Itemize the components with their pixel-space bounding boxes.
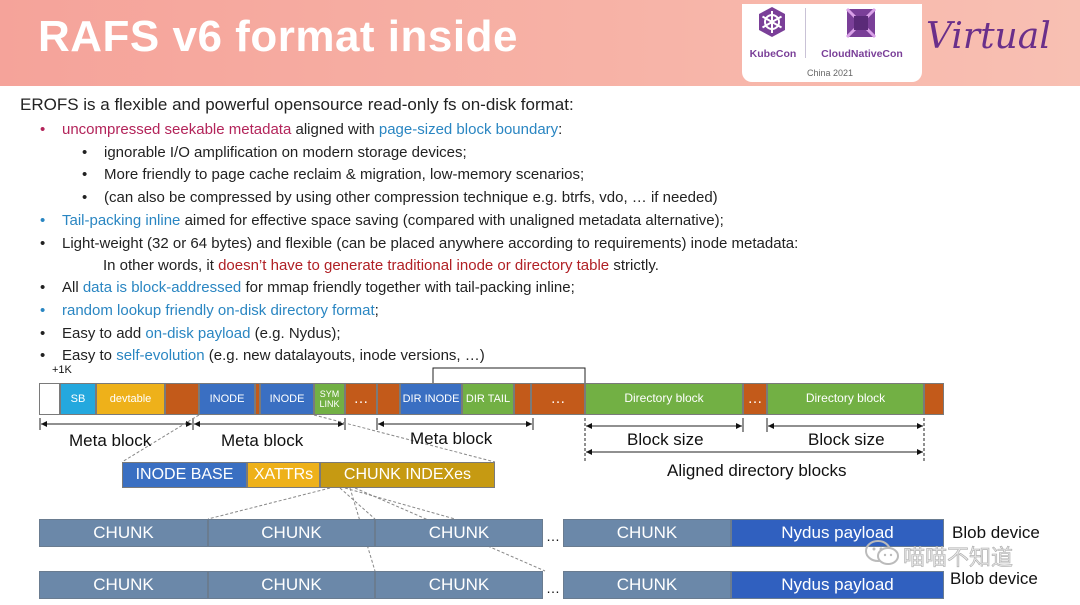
bullet-self-evolution: •Easy to self-evolution (e.g. new datala…: [40, 347, 485, 364]
metadata-highlight: uncompressed seekable metadata: [62, 121, 292, 138]
inode-segment: INODE: [199, 383, 255, 415]
payload-highlight: on-disk payload: [145, 325, 251, 342]
symlink-segment: SYM LINK: [314, 383, 345, 415]
bullet-text: ;: [374, 302, 379, 319]
bullet-text: aligned with: [291, 121, 379, 138]
chunk-block: CHUNK: [39, 571, 208, 599]
blob-device-label: Blob device: [950, 569, 1038, 588]
ellipsis-segment: …: [345, 383, 377, 415]
bullet-text: All: [62, 279, 83, 296]
blob-ellipsis: …: [546, 528, 560, 544]
ellipsis-segment: …: [531, 383, 585, 415]
bullet-text: Easy to: [62, 347, 117, 364]
directory-format-highlight: random lookup friendly on-disk directory…: [62, 302, 375, 319]
meta-block-label: Meta block: [221, 431, 304, 450]
chunk-block: CHUNK: [563, 519, 731, 547]
padding-segment: [377, 383, 400, 415]
dir-tail-segment: DIR TAIL: [462, 383, 514, 415]
sub-bullet-text: ignorable I/O amplification on modern st…: [104, 144, 467, 161]
devtable-segment: devtable: [96, 383, 165, 415]
sub-bullet-text: (can also be compressed by using other c…: [104, 189, 718, 206]
logo-divider: [805, 8, 806, 58]
intro-text: EROFS is a flexible and powerful opensou…: [20, 95, 574, 114]
block-size-label: Block size: [808, 430, 885, 449]
bullet-lightweight-inode: •Light-weight (32 or 64 bytes) and flexi…: [40, 235, 799, 252]
inode-base-segment: INODE BASE: [122, 462, 247, 488]
sub-bullet-io: •ignorable I/O amplification on modern s…: [82, 144, 467, 161]
nydus-payload-block: Nydus payload: [731, 519, 944, 547]
nydus-payload-block: Nydus payload: [731, 571, 944, 599]
padding-segment: [514, 383, 531, 415]
padding-segment: [924, 383, 944, 415]
block-addressed-highlight: data is block-addressed: [82, 279, 242, 296]
tail-packing-highlight: Tail-packing inline: [62, 212, 181, 229]
china-2021-label: China 2021: [806, 68, 854, 78]
bullet-continuation: In other words, it doesn’t have to gener…: [103, 257, 659, 274]
bullet-metadata: •uncompressed seekable metadata aligned …: [40, 121, 563, 138]
dir-inode-segment: DIR INODE: [400, 383, 462, 415]
chunk-block: CHUNK: [563, 571, 731, 599]
chunk-block: CHUNK: [208, 571, 375, 599]
blob-ellipsis: …: [546, 580, 560, 596]
kubecon-label: KubeCon: [749, 48, 797, 60]
bullet-text: :: [558, 121, 563, 138]
chunk-block: CHUNK: [39, 519, 208, 547]
chunk-block: CHUNK: [208, 519, 375, 547]
reserved-segment: [39, 383, 60, 415]
meta-block-label: Meta block: [410, 429, 493, 448]
sub-bullet-text: More friendly to page cache reclaim & mi…: [104, 166, 585, 183]
xattrs-segment: XATTRs: [247, 462, 320, 488]
block-size-label: Block size: [627, 430, 704, 449]
bullet-text: In other words, it: [103, 257, 219, 274]
chunk-indexes-segment: CHUNK INDEXes: [320, 462, 495, 488]
bullet-block-addressed: •All data is block-addressed for mmap fr…: [40, 279, 575, 296]
padding-segment: [165, 383, 199, 415]
bullet-text: strictly.: [609, 257, 659, 274]
watermark-text: 喵喵不知道: [903, 546, 1014, 572]
self-evolution-highlight: self-evolution: [116, 347, 205, 364]
bullet-text: aimed for effective space saving (compar…: [180, 212, 724, 229]
block-boundary-highlight: page-sized block boundary: [378, 121, 559, 138]
ellipsis-segment: …: [743, 383, 767, 415]
bullet-tail-packing: •Tail-packing inline aimed for effective…: [40, 212, 724, 229]
sub-bullet-page-cache: •More friendly to page cache reclaim & m…: [82, 166, 585, 183]
bullet-text: (e.g. new datalayouts, inode versions, ……: [204, 347, 485, 364]
chunk-block: CHUNK: [375, 571, 543, 599]
inode-segment: INODE: [260, 383, 314, 415]
slide-title: RAFS v6 format inside: [38, 12, 518, 61]
bullet-text: (e.g. Nydus);: [250, 325, 341, 342]
cloudnativecon-logo-icon: [845, 7, 877, 39]
cloudnativecon-label: CloudNativeCon: [821, 48, 903, 60]
sb-segment: SB: [60, 383, 96, 415]
plus1k-label: +1K: [52, 364, 72, 376]
bullet-text: for mmap friendly together with tail-pac…: [241, 279, 575, 296]
bullet-text: Easy to add: [62, 325, 146, 342]
inode-table-highlight: doesn’t have to generate traditional ino…: [218, 257, 610, 274]
meta-block-label: Meta block: [69, 431, 152, 450]
bullet-payload: •Easy to add on-disk payload (e.g. Nydus…: [40, 325, 341, 342]
directory-block-segment: Directory block: [767, 383, 924, 415]
bullet-text: Light-weight (32 or 64 bytes) and flexib…: [62, 235, 799, 252]
padding-segment: [255, 383, 260, 415]
kubecon-logo-icon: [759, 7, 785, 37]
bullet-directory-format: •random lookup friendly on-disk director…: [40, 302, 379, 319]
sub-bullet-compression: •(can also be compressed by using other …: [82, 189, 718, 206]
blob-device-label: Blob device: [952, 523, 1040, 542]
aligned-directory-blocks-label: Aligned directory blocks: [667, 461, 847, 480]
chunk-block: CHUNK: [375, 519, 543, 547]
virtual-label: Virtual: [926, 16, 1051, 57]
wechat-icon: [865, 540, 899, 565]
directory-block-segment: Directory block: [585, 383, 743, 415]
